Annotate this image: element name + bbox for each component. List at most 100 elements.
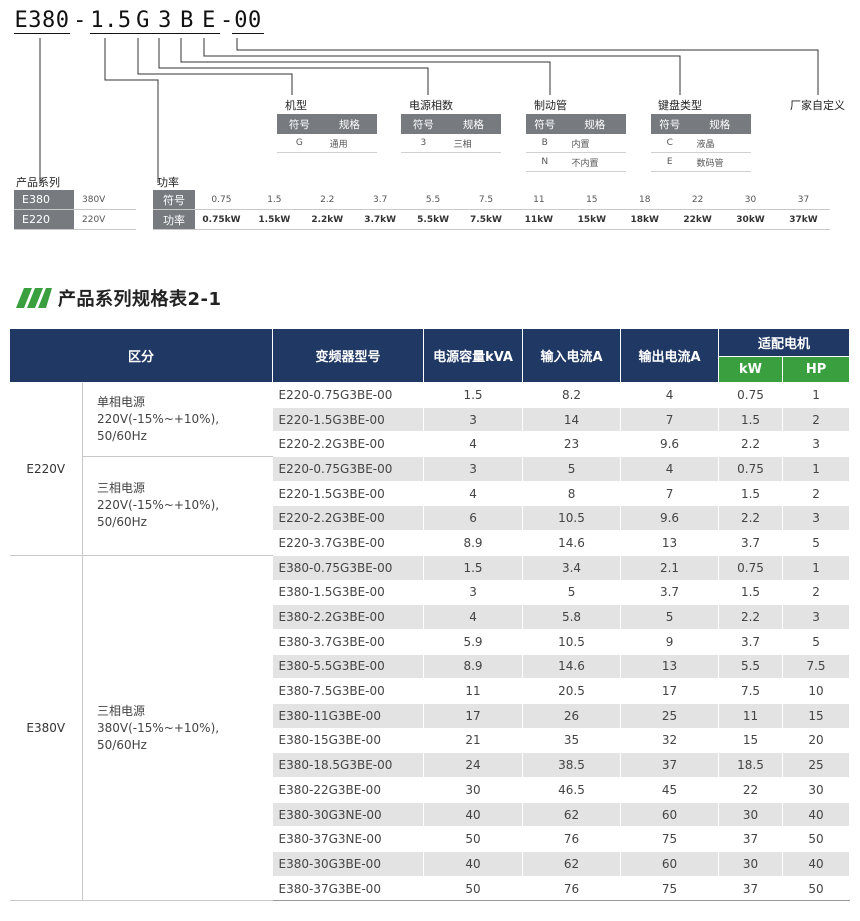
motor-hp-cell: 50 [782, 826, 851, 853]
capacity-cell: 40 [423, 802, 524, 828]
model-cell: E220-1.5G3BE-00 [272, 481, 425, 507]
capacity-cell: 21 [423, 728, 524, 754]
model-cell: E380-1.5G3BE-00 [272, 580, 425, 606]
power-value: 3.7kW [353, 209, 407, 230]
capacity-cell: 50 [423, 876, 524, 902]
series-table: E380 380V E220 220V [14, 190, 136, 230]
output-current-cell: 4 [620, 456, 720, 482]
output-current-cell: 13 [620, 530, 720, 556]
power-title: 功率 [157, 176, 179, 189]
motor-hp-cell: 1 [782, 456, 851, 482]
model-cell: E380-2.2G3BE-00 [272, 604, 425, 630]
input-current-cell: 10.5 [522, 629, 622, 655]
power-value: 37kW [776, 209, 830, 230]
motor-kw-cell: 11 [718, 703, 784, 729]
model-cell: E220-0.75G3BE-00 [272, 382, 425, 408]
header-output-current: 输出电流A [620, 328, 720, 383]
model-cell: E220-1.5G3BE-00 [272, 407, 425, 433]
capacity-cell: 4 [423, 604, 524, 630]
model-cell: E380-22G3BE-00 [272, 777, 425, 803]
model-cell: E380-30G3NE-00 [272, 802, 425, 828]
input-current-cell: 35 [522, 728, 622, 754]
motor-kw-cell: 5.5 [718, 654, 784, 680]
motor-hp-cell: 7.5 [782, 654, 851, 680]
keypad-spec: 数码管 [688, 152, 751, 172]
motor-kw-cell: 2.2 [718, 505, 784, 532]
series-title: 产品系列 [16, 176, 60, 189]
power-supply-spec: 220V(-15%~+10%), 50/60Hz [97, 498, 220, 530]
motor-kw-cell: 15 [718, 728, 784, 754]
slash-stripes-icon [16, 288, 52, 308]
input-current-cell: 5 [522, 580, 622, 606]
output-current-cell: 9 [620, 629, 720, 655]
motor-kw-cell: 22 [718, 777, 784, 803]
model-cell: E380-0.75G3BE-00 [272, 555, 425, 581]
section-title-text: 产品系列规格表2-1 [58, 289, 222, 310]
spec-table: 区分 变频器型号 电源容量kVA 输入电流A 输出电流A 适配电机 kW HP … [8, 328, 851, 902]
brake-symbol: B [526, 134, 564, 153]
motor-hp-cell: 20 [782, 728, 851, 754]
input-current-cell: 26 [522, 703, 622, 729]
phase-header-spec: 规格 [445, 114, 501, 134]
header-input-current: 输入电流A [522, 328, 622, 383]
series-code: E380 [14, 190, 74, 210]
capacity-cell: 5.9 [423, 629, 524, 655]
power-symbol: 30 [724, 190, 777, 210]
motor-kw-cell: 0.75 [718, 456, 784, 482]
group-title-type: 机型 [285, 99, 307, 112]
model-cell: E380-37G3NE-00 [272, 826, 425, 853]
motor-kw-cell: 1.5 [718, 580, 784, 606]
power-supply-name: 单相电源 [97, 395, 146, 410]
capacity-cell: 4 [423, 481, 524, 507]
brake-spec: 内置 [563, 134, 626, 153]
power-value: 0.75kW [195, 209, 248, 230]
power-symbol: 18 [618, 190, 672, 210]
output-current-cell: 45 [620, 777, 720, 803]
type-header-symbol: 符号 [277, 114, 322, 134]
brake-header-spec: 规格 [563, 114, 626, 134]
model-cell: E380-7.5G3BE-00 [272, 678, 425, 704]
power-symbol: 5.5 [406, 190, 460, 210]
model-cell: E380-30G3BE-00 [272, 851, 425, 877]
model-cell: E220-0.75G3BE-00 [272, 456, 425, 482]
phase-symbol: 3 [401, 134, 446, 153]
model-cell: E220-2.2G3BE-00 [272, 431, 425, 458]
motor-kw-cell: 3.7 [718, 629, 784, 655]
model-cell: E220-3.7G3BE-00 [272, 530, 425, 556]
power-value: 22kW [671, 209, 725, 230]
motor-kw-cell: 2.2 [718, 604, 784, 630]
model-code-segment: 00 [232, 8, 264, 34]
header-motor: 适配电机 [718, 328, 851, 357]
output-current-cell: 7 [620, 407, 720, 433]
power-value: 7.5kW [459, 209, 513, 230]
capacity-cell: 3 [423, 456, 524, 482]
model-cell: E380-18.5G3BE-00 [272, 752, 425, 778]
model-cell: E380-5.5G3BE-00 [272, 654, 425, 680]
model-cell: E220-2.2G3BE-00 [272, 505, 425, 532]
input-current-cell: 76 [522, 876, 622, 902]
power-symbol: 3.7 [353, 190, 407, 210]
capacity-cell: 50 [423, 826, 524, 853]
output-current-cell: 3.7 [620, 580, 720, 606]
capacity-cell: 3 [423, 407, 524, 433]
phase-spec: 三相 [445, 134, 501, 153]
motor-kw-cell: 18.5 [718, 752, 784, 778]
motor-hp-cell: 2 [782, 481, 851, 507]
motor-hp-cell: 5 [782, 629, 851, 655]
power-value: 15kW [565, 209, 619, 230]
header-model: 变频器型号 [272, 328, 425, 383]
model-code-segment: - [220, 8, 234, 33]
power-symbol-label: 符号 [153, 190, 195, 210]
